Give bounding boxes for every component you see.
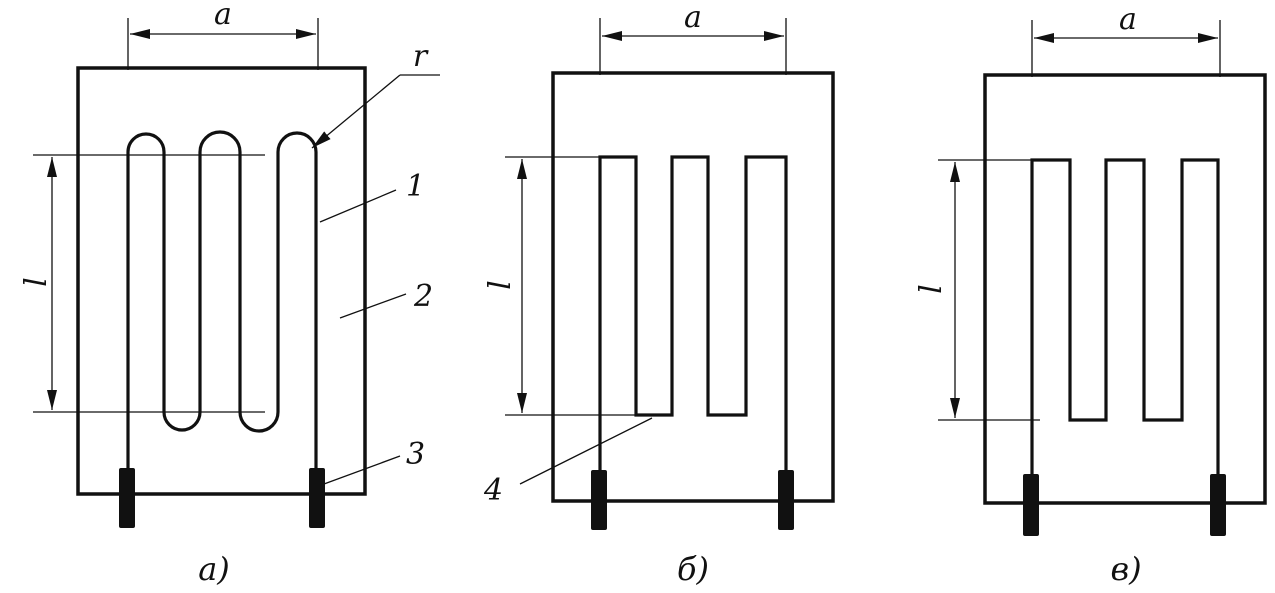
radius-label-a: r [413,39,429,74]
terminal-right-c [1210,474,1226,536]
dimension-l-label-a: l [19,277,54,287]
plate-outline-a [76,66,367,496]
callout-leader-3 [323,455,401,485]
terminal-left-a [119,468,135,528]
caption-c: в) [1110,550,1141,588]
terminal-left-b [591,470,607,530]
panel-a: a l r 1 2 3 a) [19,0,440,588]
caption-b: б) [677,550,709,588]
callout-label-3: 3 [406,437,425,472]
rectangular-wire-c [1030,158,1220,490]
caption-a: a) [198,550,230,588]
callout-leader-1 [319,189,397,223]
dimension-a-label-b: a [684,0,702,35]
radius-leader-a [311,74,401,149]
panel-c: a l в) [914,2,1267,588]
plate-outline-c [983,73,1267,505]
dimension-a-label-a: a [214,0,232,32]
dimension-a-label-c: a [1119,2,1137,37]
serpentine-wire-a [126,130,318,480]
plate-outline-b [551,71,835,503]
terminal-right-a [309,468,325,528]
callout-label-4: 4 [483,473,503,508]
dimension-l-label-c: l [914,284,949,294]
callout-leader-2 [339,293,407,319]
rectangular-wire-b [598,155,788,488]
terminal-left-c [1023,474,1039,536]
callout-leader-4 [519,417,653,485]
callout-label-1: 1 [406,169,425,204]
dimension-l-label-b: l [483,280,518,290]
callout-label-2: 2 [413,279,433,314]
panel-b: a l 4 б) [483,0,835,588]
terminal-right-b [778,470,794,530]
